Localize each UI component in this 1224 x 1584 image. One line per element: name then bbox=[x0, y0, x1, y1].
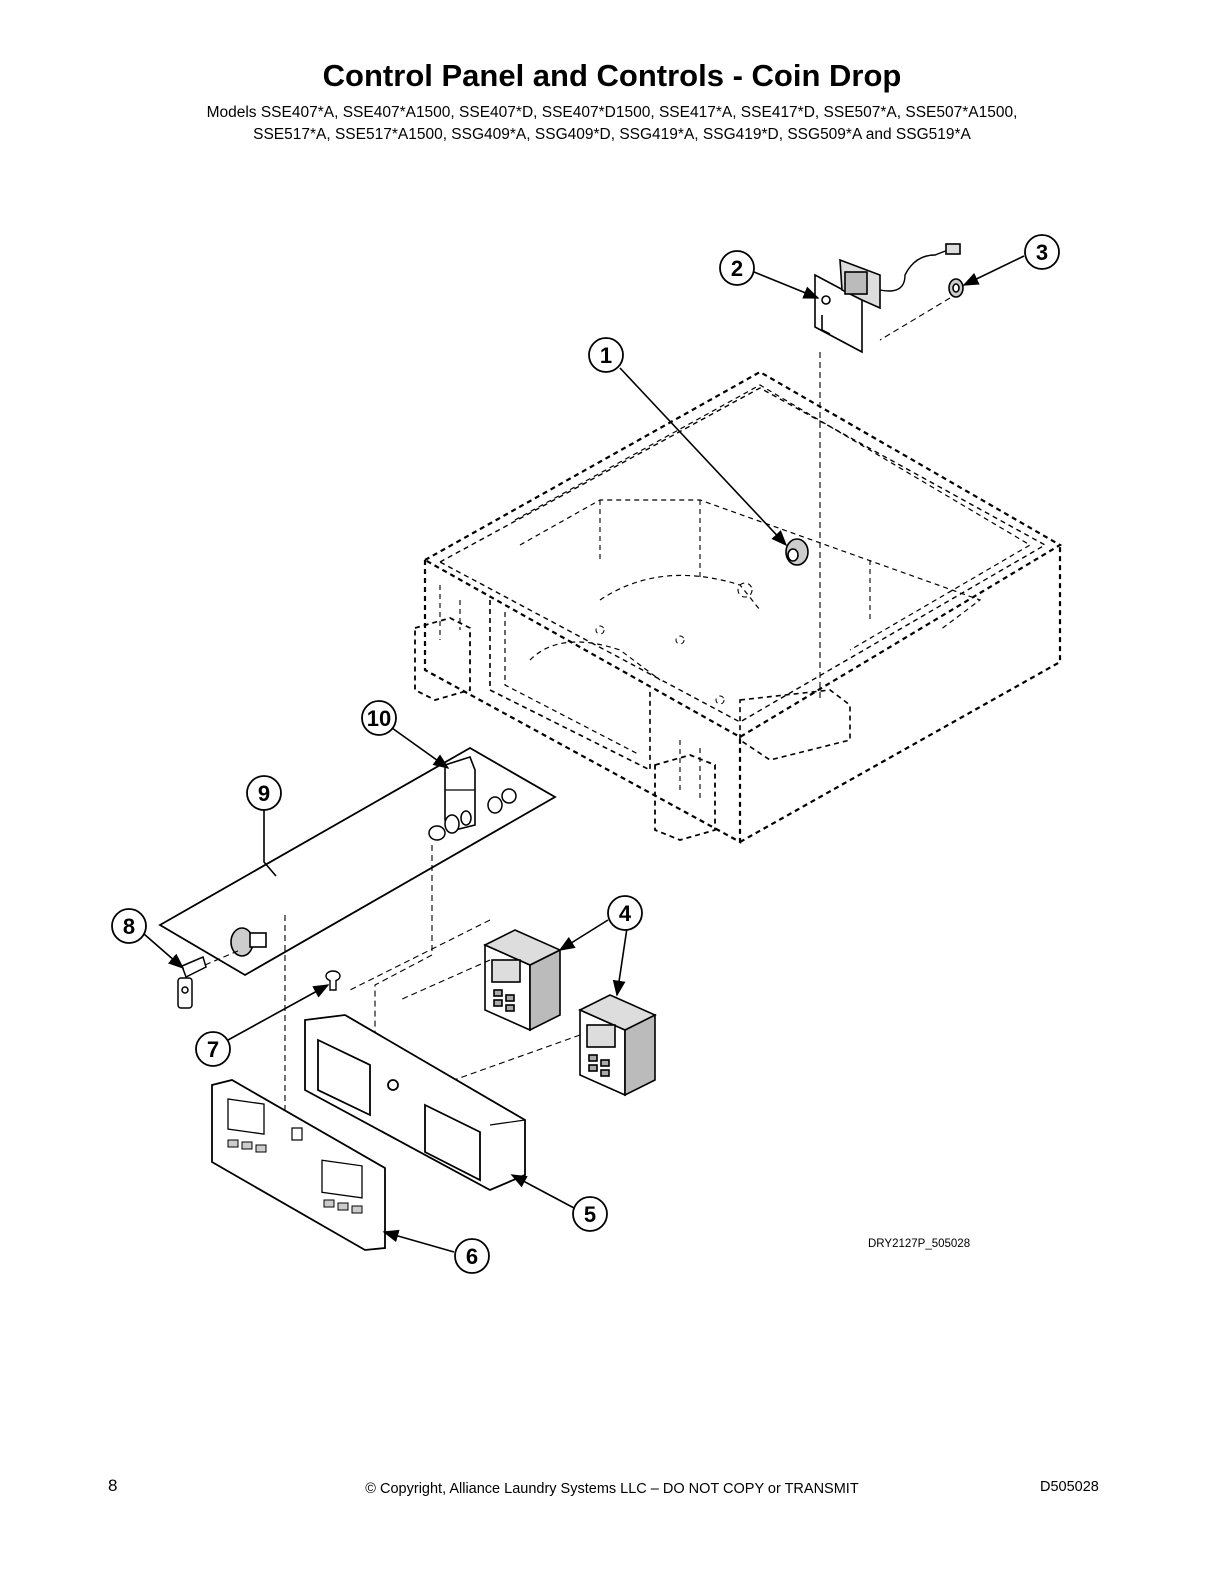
leader-line-8 bbox=[204, 949, 241, 966]
control-panel-plate bbox=[158, 746, 557, 977]
page-title: Control Panel and Controls - Coin Drop bbox=[322, 58, 902, 93]
leader-line-panel-2 bbox=[374, 845, 433, 1050]
callout-3: 3 bbox=[1024, 234, 1060, 270]
callout-4: 4 bbox=[607, 895, 643, 931]
control-overlay bbox=[211, 1079, 386, 1251]
electronic-control-1 bbox=[483, 929, 562, 1032]
console-housing bbox=[414, 370, 1063, 844]
electronic-control-2 bbox=[578, 994, 657, 1097]
leader-line-4a bbox=[399, 959, 491, 1001]
coin-drop-knob bbox=[948, 278, 964, 298]
arrow-7 bbox=[227, 984, 330, 1041]
callout-10-label: 10 bbox=[367, 706, 391, 731]
models-line-2: SSE517*A, SSE517*A1500, SSG409*A, SSG409… bbox=[253, 126, 971, 143]
callout-9: 9 bbox=[246, 775, 282, 811]
drawing-id: DRY2127P_505028 bbox=[868, 1238, 971, 1250]
callout-8-label: 8 bbox=[123, 914, 135, 939]
callout-6: 6 bbox=[454, 1238, 490, 1274]
callout-1-label: 1 bbox=[600, 343, 612, 368]
callout-6-label: 6 bbox=[466, 1244, 478, 1269]
models-line-1: Models SSE407*A, SSE407*A1500, SSE407*D,… bbox=[206, 104, 1018, 121]
callout-4-label: 4 bbox=[619, 901, 632, 926]
callout-7: 7 bbox=[195, 1031, 231, 1067]
callout-5: 5 bbox=[572, 1196, 608, 1232]
arrow-4a bbox=[558, 919, 609, 951]
document-number: D505028 bbox=[1040, 1479, 1099, 1495]
arrow-2 bbox=[753, 271, 820, 299]
copyright-notice: © Copyright, Alliance Laundry Systems LL… bbox=[365, 1481, 859, 1497]
arrow-5 bbox=[510, 1174, 575, 1209]
screw bbox=[325, 970, 341, 991]
arrow-3 bbox=[962, 255, 1025, 286]
callout-2-label: 2 bbox=[731, 256, 743, 281]
leader-9 bbox=[263, 808, 277, 877]
leader-line-4b bbox=[439, 1034, 581, 1086]
callout-7-label: 7 bbox=[207, 1037, 219, 1062]
leader-line-3 bbox=[879, 297, 951, 341]
arrow-8 bbox=[143, 933, 185, 970]
callout-8: 8 bbox=[111, 908, 147, 944]
control-bracket bbox=[304, 1014, 526, 1191]
arrow-6 bbox=[382, 1229, 455, 1253]
callout-10: 10 bbox=[361, 700, 397, 736]
callout-3-label: 3 bbox=[1036, 240, 1048, 265]
page-number: 8 bbox=[108, 1476, 118, 1495]
coin-drop-assembly bbox=[814, 243, 961, 354]
callout-5-label: 5 bbox=[584, 1202, 596, 1227]
arrow-4b bbox=[612, 927, 628, 997]
plug-button bbox=[785, 538, 809, 566]
callout-1: 1 bbox=[588, 337, 624, 373]
callout-2: 2 bbox=[719, 250, 755, 286]
leader-line-panel-3 bbox=[349, 919, 491, 991]
arrow-10 bbox=[391, 727, 450, 769]
key bbox=[177, 955, 207, 1009]
callout-9-label: 9 bbox=[258, 781, 270, 806]
arrow-1 bbox=[619, 367, 788, 547]
